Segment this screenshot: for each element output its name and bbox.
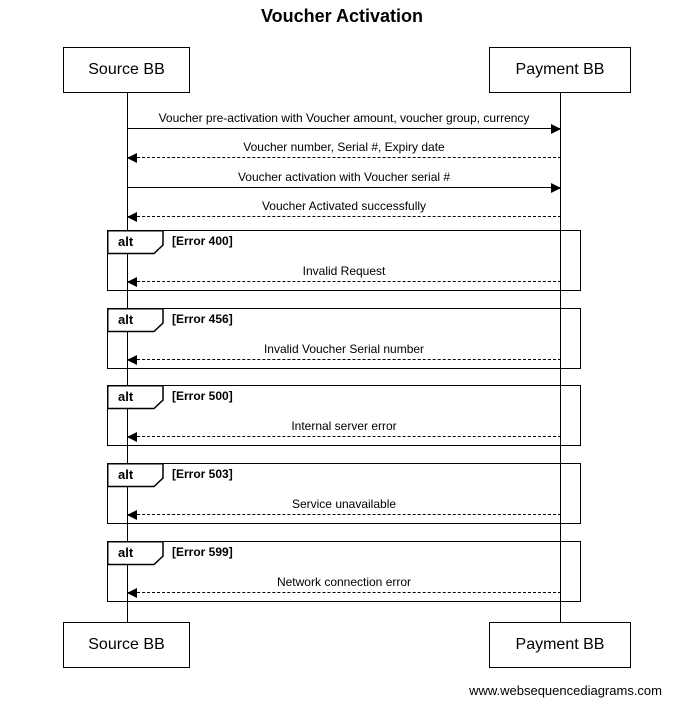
- actor-label: Source BB: [88, 61, 165, 78]
- message-label: Voucher number, Serial #, Expiry date: [243, 140, 445, 154]
- alt-frame-error-456: alt [Error 456]: [107, 308, 581, 369]
- message-line: [127, 277, 561, 287]
- watermark-websequencediagrams: www.websequencediagrams.com: [469, 683, 662, 698]
- lifeline-payment-bb: [560, 93, 561, 622]
- message-internal-server-error: Internal server error: [127, 419, 561, 442]
- alt-condition-label: [Error 400]: [172, 234, 233, 248]
- message-service-unavailable: Service unavailable: [127, 497, 561, 520]
- alt-condition-label: [Error 599]: [172, 545, 233, 559]
- arrowhead-left: [127, 277, 137, 287]
- alt-condition-label: [Error 500]: [172, 389, 233, 403]
- alt-operator-tab: alt: [107, 308, 164, 333]
- message-line: [127, 124, 561, 134]
- message-label: Invalid Voucher Serial number: [263, 342, 425, 356]
- alt-operator-label: alt: [118, 312, 134, 327]
- alt-frame-error-503: alt [Error 503]: [107, 463, 581, 524]
- message-label: Service unavailable: [291, 497, 397, 511]
- message-voucher-preactivation: Voucher pre-activation with Voucher amou…: [127, 111, 561, 134]
- alt-frame-error-400: alt [Error 400]: [107, 230, 581, 291]
- arrowhead-right: [551, 183, 561, 193]
- message-invalid-voucher-serial: Invalid Voucher Serial number: [127, 342, 561, 365]
- message-label: Network connection error: [276, 575, 412, 589]
- message-line: [127, 183, 561, 193]
- alt-operator-tab: alt: [107, 230, 164, 255]
- actor-label: Payment BB: [515, 636, 605, 653]
- arrowhead-left: [127, 588, 137, 598]
- message-network-connection-error: Network connection error: [127, 575, 561, 598]
- alt-operator-tab: alt: [107, 385, 164, 410]
- diagram-title: Voucher Activation: [260, 6, 424, 26]
- actor-source-bb-bottom: Source BB: [63, 622, 190, 668]
- alt-operator-label: alt: [118, 234, 134, 249]
- alt-frame-error-500: alt [Error 500]: [107, 385, 581, 446]
- message-line: [127, 510, 561, 520]
- message-line: [127, 153, 561, 163]
- message-line: [127, 212, 561, 222]
- message-label: Invalid Request: [302, 264, 386, 278]
- message-label: Voucher activation with Voucher serial #: [237, 170, 451, 184]
- arrowhead-left: [127, 510, 137, 520]
- alt-condition-label: [Error 456]: [172, 312, 233, 326]
- message-line: [127, 355, 561, 365]
- alt-condition-label: [Error 503]: [172, 467, 233, 481]
- actor-label: Payment BB: [515, 61, 605, 78]
- actor-source-bb-top: Source BB: [63, 47, 190, 93]
- message-label: Voucher pre-activation with Voucher amou…: [158, 111, 530, 125]
- arrowhead-left: [127, 355, 137, 365]
- alt-operator-label: alt: [118, 545, 134, 560]
- message-label: Voucher Activated successfully: [261, 199, 427, 213]
- message-line: [127, 588, 561, 598]
- message-invalid-request: Invalid Request: [127, 264, 561, 287]
- message-voucher-number-reply: Voucher number, Serial #, Expiry date: [127, 140, 561, 163]
- arrowhead-left: [127, 212, 137, 222]
- alt-frame-error-599: alt [Error 599]: [107, 541, 581, 602]
- arrowhead-left: [127, 153, 137, 163]
- alt-operator-tab: alt: [107, 541, 164, 566]
- message-voucher-activation: Voucher activation with Voucher serial #: [127, 170, 561, 193]
- arrowhead-right: [551, 124, 561, 134]
- alt-operator-label: alt: [118, 389, 134, 404]
- alt-operator-label: alt: [118, 467, 134, 482]
- alt-operator-tab: alt: [107, 463, 164, 488]
- arrowhead-left: [127, 432, 137, 442]
- actor-payment-bb-top: Payment BB: [489, 47, 631, 93]
- message-line: [127, 432, 561, 442]
- actor-payment-bb-bottom: Payment BB: [489, 622, 631, 668]
- message-voucher-activated-reply: Voucher Activated successfully: [127, 199, 561, 222]
- message-label: Internal server error: [291, 419, 397, 433]
- actor-label: Source BB: [88, 636, 165, 653]
